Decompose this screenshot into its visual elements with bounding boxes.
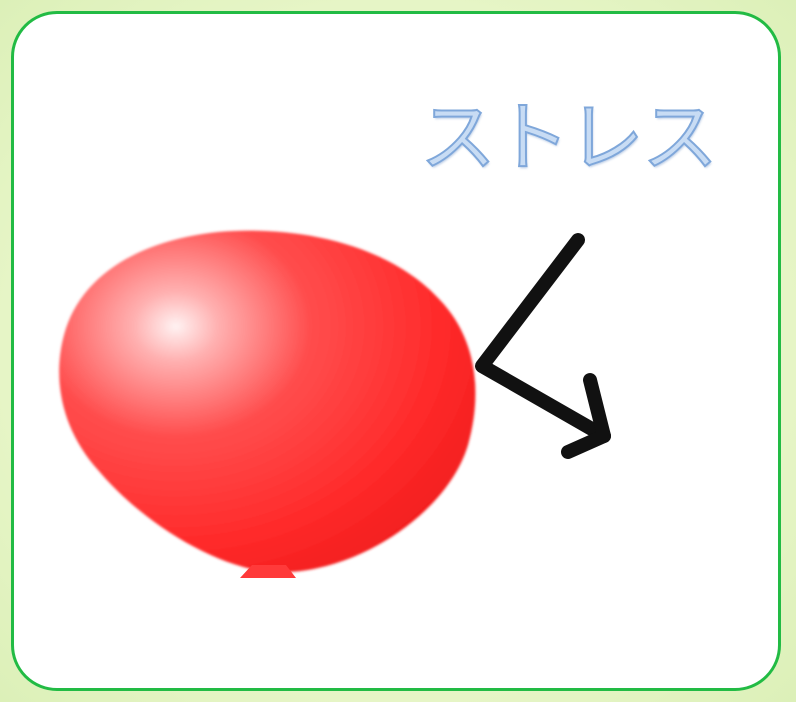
balloon-icon: [59, 231, 475, 578]
arrow-icon: [482, 240, 604, 452]
stress-label: ストレス: [420, 100, 750, 176]
